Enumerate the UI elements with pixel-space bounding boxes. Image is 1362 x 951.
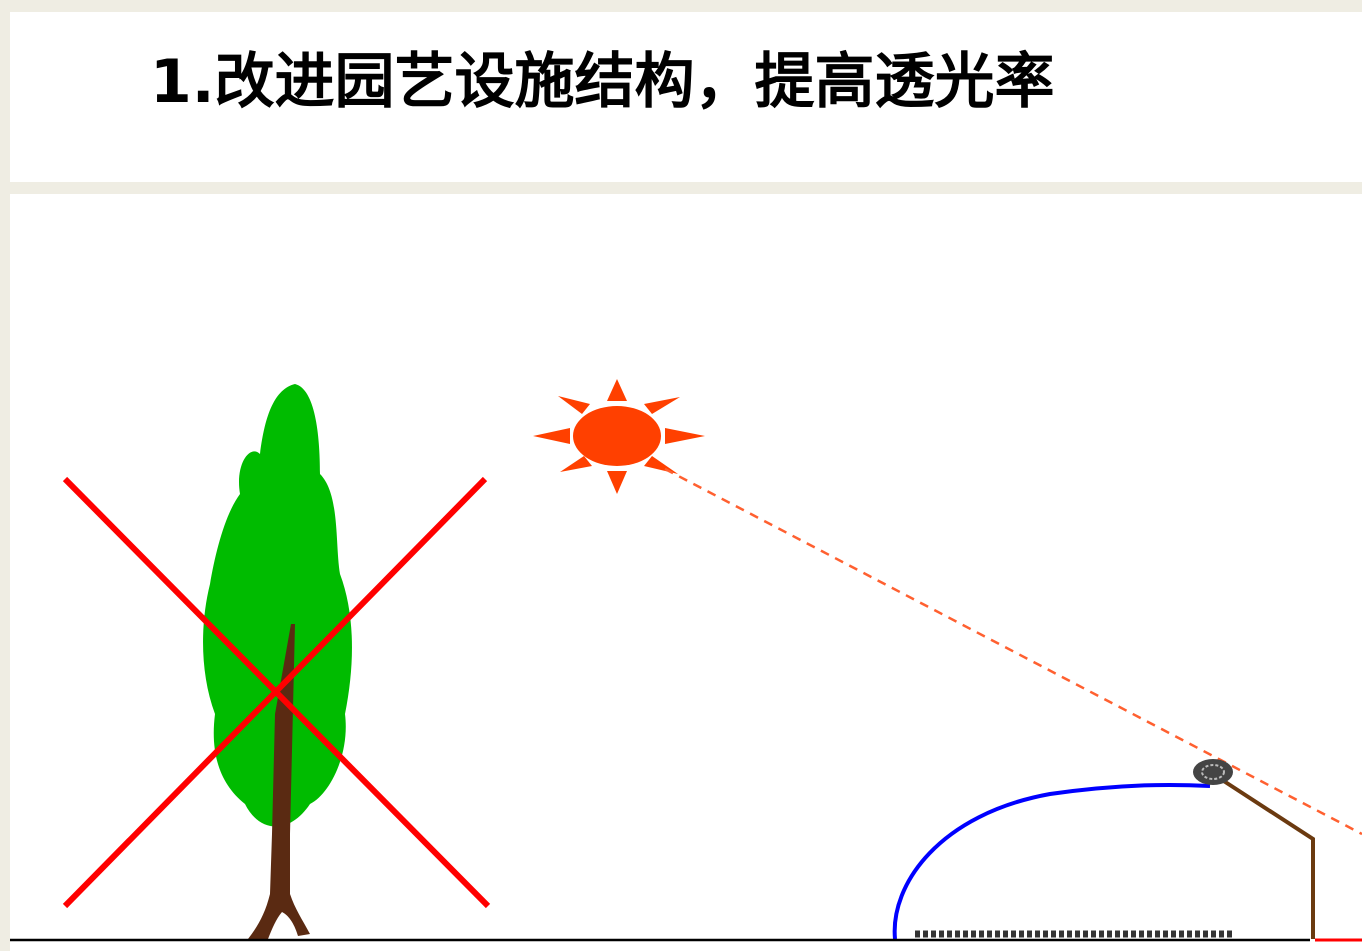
sun-ray [533, 428, 570, 444]
diagram-canvas [10, 194, 1362, 951]
greenhouse-back-frame [1211, 772, 1315, 939]
sun-disc [573, 406, 661, 466]
cross-mark-icon [62, 476, 491, 909]
sun-ray [644, 397, 680, 414]
greenhouse-icon [892, 759, 1315, 940]
sun-ray [607, 379, 627, 401]
sun-ray [665, 428, 705, 444]
diagram-svg [10, 379, 1362, 942]
sun-ray-line [664, 467, 1362, 836]
tree-icon [203, 384, 352, 939]
sun-ray [644, 456, 678, 474]
greenhouse-roll [1193, 759, 1233, 785]
sun-ray [558, 396, 590, 414]
sun-icon [533, 379, 705, 494]
sun-ray [560, 456, 592, 472]
cross-line-2 [62, 476, 488, 909]
greenhouse-arch [892, 782, 1211, 940]
tree-trunk [248, 624, 310, 939]
title-bar: 1.改进园艺设施结构，提高透光率 [10, 12, 1362, 182]
greenhouse-roll-inner [1201, 764, 1225, 780]
tree-foliage [203, 384, 352, 827]
slide-title: 1.改进园艺设施结构，提高透光率 [150, 47, 1055, 117]
sun-ray [607, 471, 627, 494]
